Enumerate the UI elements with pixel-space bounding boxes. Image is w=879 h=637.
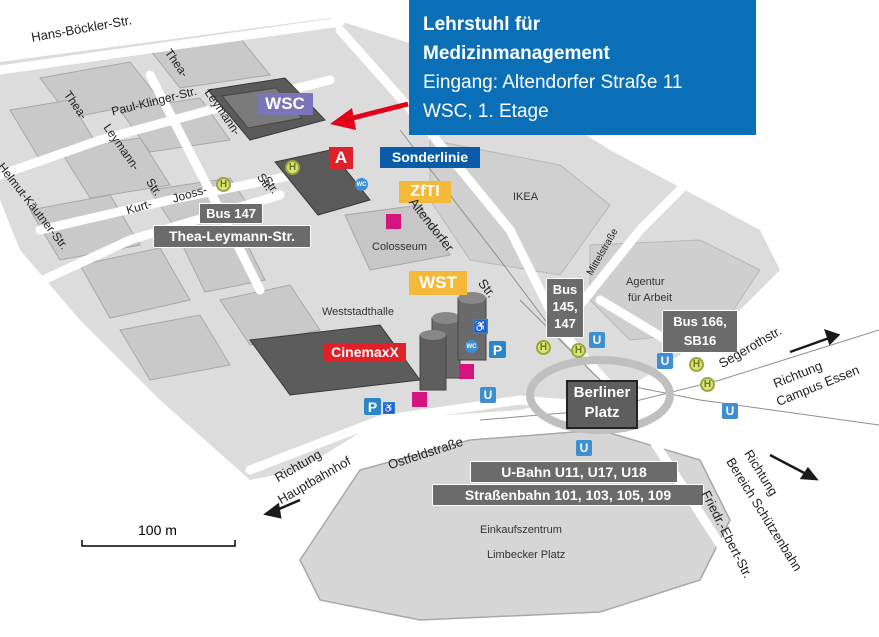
haltestelle-icon: H	[689, 357, 704, 372]
wheelchair-icon: ♿	[473, 319, 488, 334]
berliner-line2: Platz	[584, 404, 620, 421]
colosseum-block	[344, 204, 451, 271]
ubahn-icon: U	[576, 440, 592, 456]
bus166-line2: SB16	[683, 333, 717, 348]
ubahn-icon: U	[722, 403, 738, 419]
haltestelle-icon: H	[571, 343, 586, 358]
colosseum-label: Colosseum	[372, 241, 428, 253]
haltestelle-icon: H	[536, 340, 551, 355]
bus145-line2: 145,	[552, 299, 578, 314]
wc-icon: WC	[355, 178, 368, 191]
sonderlinie-label: Sonderlinie	[380, 147, 480, 168]
einkauf-label-1: Einkaufszentrum	[480, 524, 562, 536]
einkauf-label-2: Limbecker Platz	[487, 549, 566, 561]
ikea-label: IKEA	[513, 191, 539, 203]
ubahn-icon: U	[480, 387, 496, 403]
wsc-arrow	[330, 101, 409, 130]
direction-arrows	[263, 329, 841, 519]
stairs-icon	[386, 214, 401, 229]
haltestelle-icon: H	[216, 177, 231, 192]
parking-icon: P	[364, 398, 381, 415]
bus166-line1: Bus 166,	[673, 314, 727, 329]
berliner-platz-label: Berliner Platz	[566, 380, 638, 429]
wc-icon: WC	[465, 340, 478, 353]
bus166-label: Bus 166, SB16	[662, 310, 738, 353]
haltestelle-icon: H	[285, 160, 300, 175]
ubahn-lines-label: U-Bahn U11, U17, U18	[470, 461, 678, 483]
bus145-line1: Bus	[552, 282, 578, 297]
weststadthalle-label: Weststadthalle	[322, 306, 394, 318]
bus145-line3: 147	[554, 316, 576, 331]
bus147-label: Bus 147	[199, 203, 263, 224]
wheelchair-icon: ♿	[383, 402, 395, 414]
haltestelle-icon: H	[700, 377, 715, 392]
scale-bar	[81, 540, 236, 547]
agentur-label-2: für Arbeit	[628, 292, 673, 304]
ubahn-icon: U	[657, 353, 673, 369]
berliner-platz-roundabout	[526, 356, 674, 434]
bus145-label: Bus 145, 147	[546, 278, 584, 338]
info-callout: Lehrstuhl für Medizinmanagement Eingang:…	[409, 0, 756, 135]
parking-icon: P	[489, 341, 506, 358]
callout-entrance: Eingang: Altendorfer Straße 11	[423, 72, 683, 93]
cinemaxx-label: CinemaxX	[324, 343, 406, 362]
callout-title-line2: Medizinmanagement	[423, 43, 610, 64]
tram-lines-label: Straßenbahn 101, 103, 105, 109	[432, 484, 704, 506]
agentur-label-1: Agentur	[626, 276, 665, 288]
stairs-icon	[412, 392, 427, 407]
ubahn-icon: U	[589, 332, 605, 348]
callout-title-line1: Lehrstuhl für	[423, 14, 541, 35]
scale-label: 100 m	[138, 522, 177, 538]
callout-floor: WSC, 1. Etage	[423, 101, 549, 122]
wst-label: WST	[409, 271, 467, 295]
berliner-line1: Berliner	[573, 384, 631, 401]
wsc-label: WSC	[257, 93, 313, 115]
thea-leymann-stop-label: Thea-Leymann-Str.	[153, 225, 311, 248]
a-label: A	[329, 147, 353, 169]
zfti-label: ZfTI	[399, 181, 451, 203]
stairs-icon	[459, 364, 474, 379]
